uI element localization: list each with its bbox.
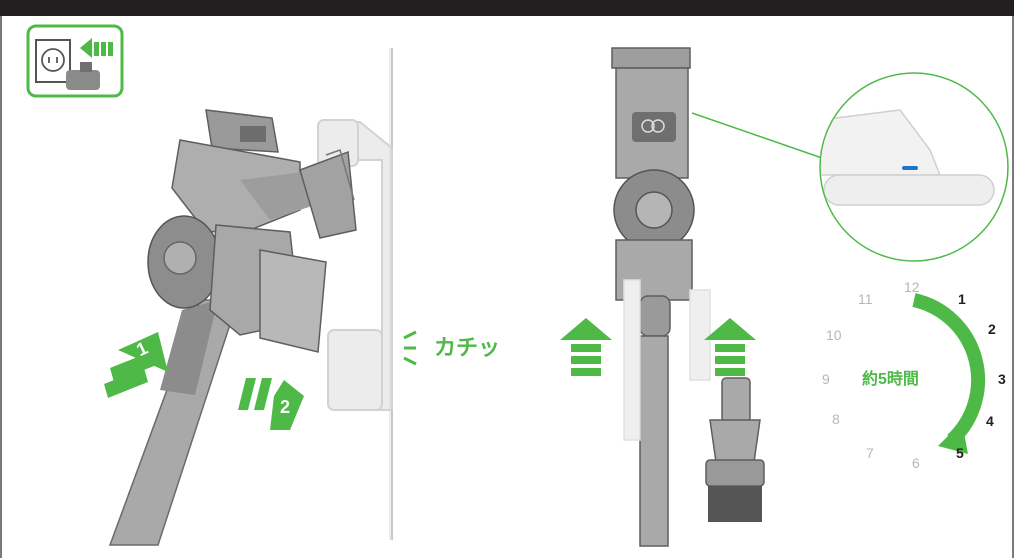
clock-hour-6: 6 — [912, 455, 920, 471]
charge-time-text: 約5時間 — [862, 371, 919, 388]
charging-progress-arc-icon — [912, 293, 986, 454]
clock-hour-11: 11 — [858, 291, 873, 307]
clock-hour-8: 8 — [832, 411, 840, 427]
clock-hour-2: 2 — [988, 321, 996, 337]
clock-hour-9: 9 — [822, 371, 830, 387]
zoom-detail-circle — [691, 72, 1009, 262]
double-arrow-up-icon — [104, 332, 168, 398]
clock-hour-4: 4 — [986, 413, 994, 429]
clock-hour-10: 10 — [826, 327, 842, 343]
double-arrow-up-icon — [560, 318, 756, 376]
clock-hour-5: 5 — [956, 445, 964, 461]
clock-hour-3: 3 — [998, 371, 1006, 387]
step-2-label: 2 — [280, 397, 291, 417]
clock-hour-12: 12 — [904, 279, 920, 295]
plug-into-socket-icon — [26, 24, 124, 98]
top-dark-bar — [0, 0, 1014, 16]
click-sound-text: カチッ — [434, 335, 501, 360]
vacuum-left-illustration — [108, 109, 357, 546]
arrow-right-icon — [238, 378, 304, 430]
clock-hour-7: 7 — [866, 445, 874, 461]
vacuum-right-illustration — [611, 47, 765, 547]
clock-hour-1: 1 — [958, 291, 966, 307]
click-sound-lines-icon — [403, 330, 417, 366]
illustration-frame — [0, 16, 1014, 558]
